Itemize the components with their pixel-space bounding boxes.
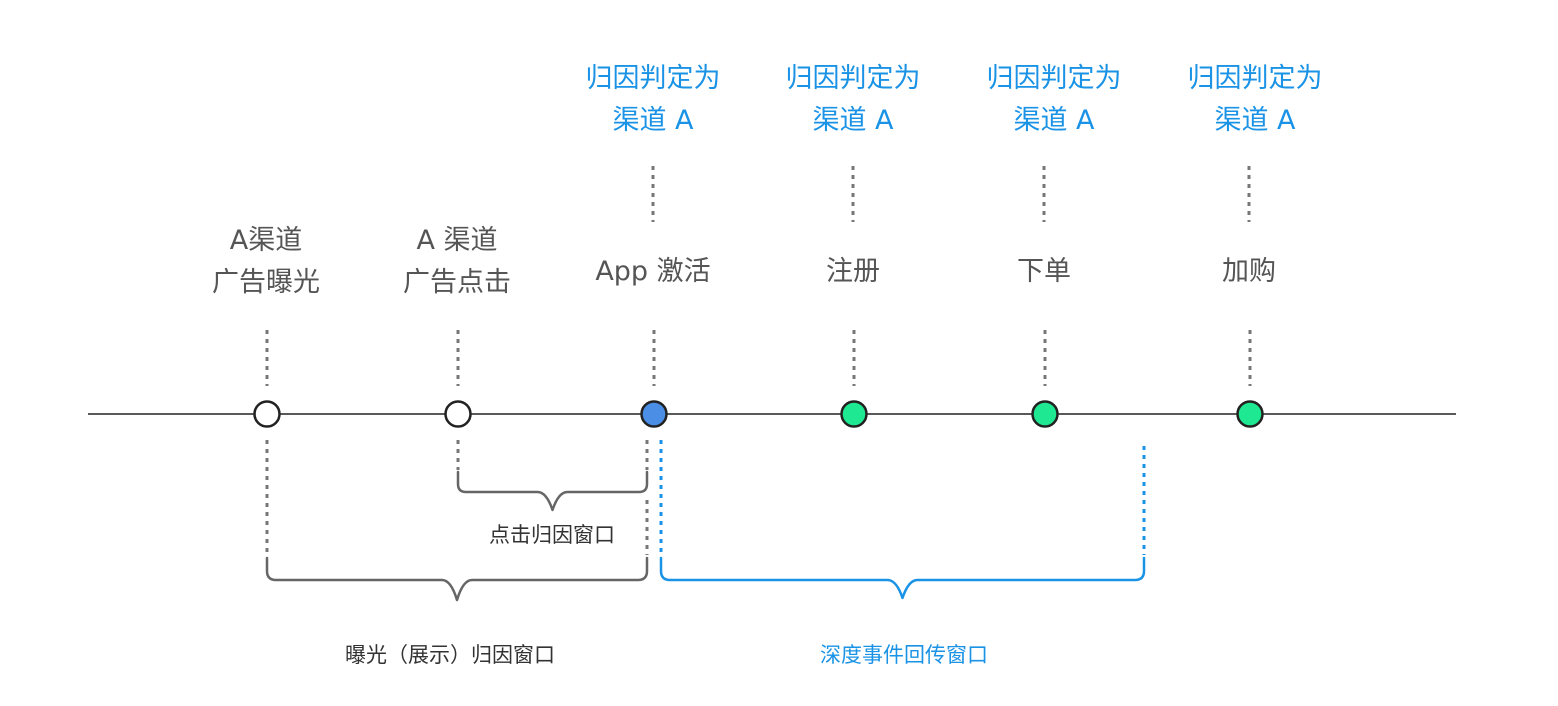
timeline-node-0 (253, 400, 281, 428)
exposure-window-label: 曝光（展示）归因窗口 (345, 643, 555, 667)
event-label-click: A 渠道 广告点击 (403, 225, 511, 298)
event-label-activation: App 激活 (595, 256, 711, 287)
click-window-label: 点击归因窗口 (489, 523, 615, 547)
attribution-label-activation: 归因判定为 渠道 A (585, 63, 721, 136)
timeline-node-5 (1236, 400, 1264, 428)
attribution-label-order: 归因判定为 渠道 A (986, 63, 1122, 136)
click-window-brace (456, 470, 649, 512)
event-label-add-to-cart: 加购 (1222, 256, 1276, 287)
deep-window-brace (659, 556, 1146, 600)
event-label-register: 注册 (826, 256, 880, 287)
timeline-node-2 (640, 400, 668, 428)
exposure-window-brace (265, 556, 649, 602)
attribution-label-register: 归因判定为 渠道 A (785, 63, 921, 136)
timeline-node-3 (840, 400, 868, 428)
timeline-node-4 (1031, 400, 1059, 428)
deep-window-label: 深度事件回传窗口 (820, 643, 988, 667)
timeline-node-1 (444, 400, 472, 428)
event-label-order: 下单 (1017, 256, 1071, 287)
attribution-label-add-to-cart: 归因判定为 渠道 A (1187, 63, 1323, 136)
event-label-exposure: A渠道 广告曝光 (212, 225, 320, 298)
